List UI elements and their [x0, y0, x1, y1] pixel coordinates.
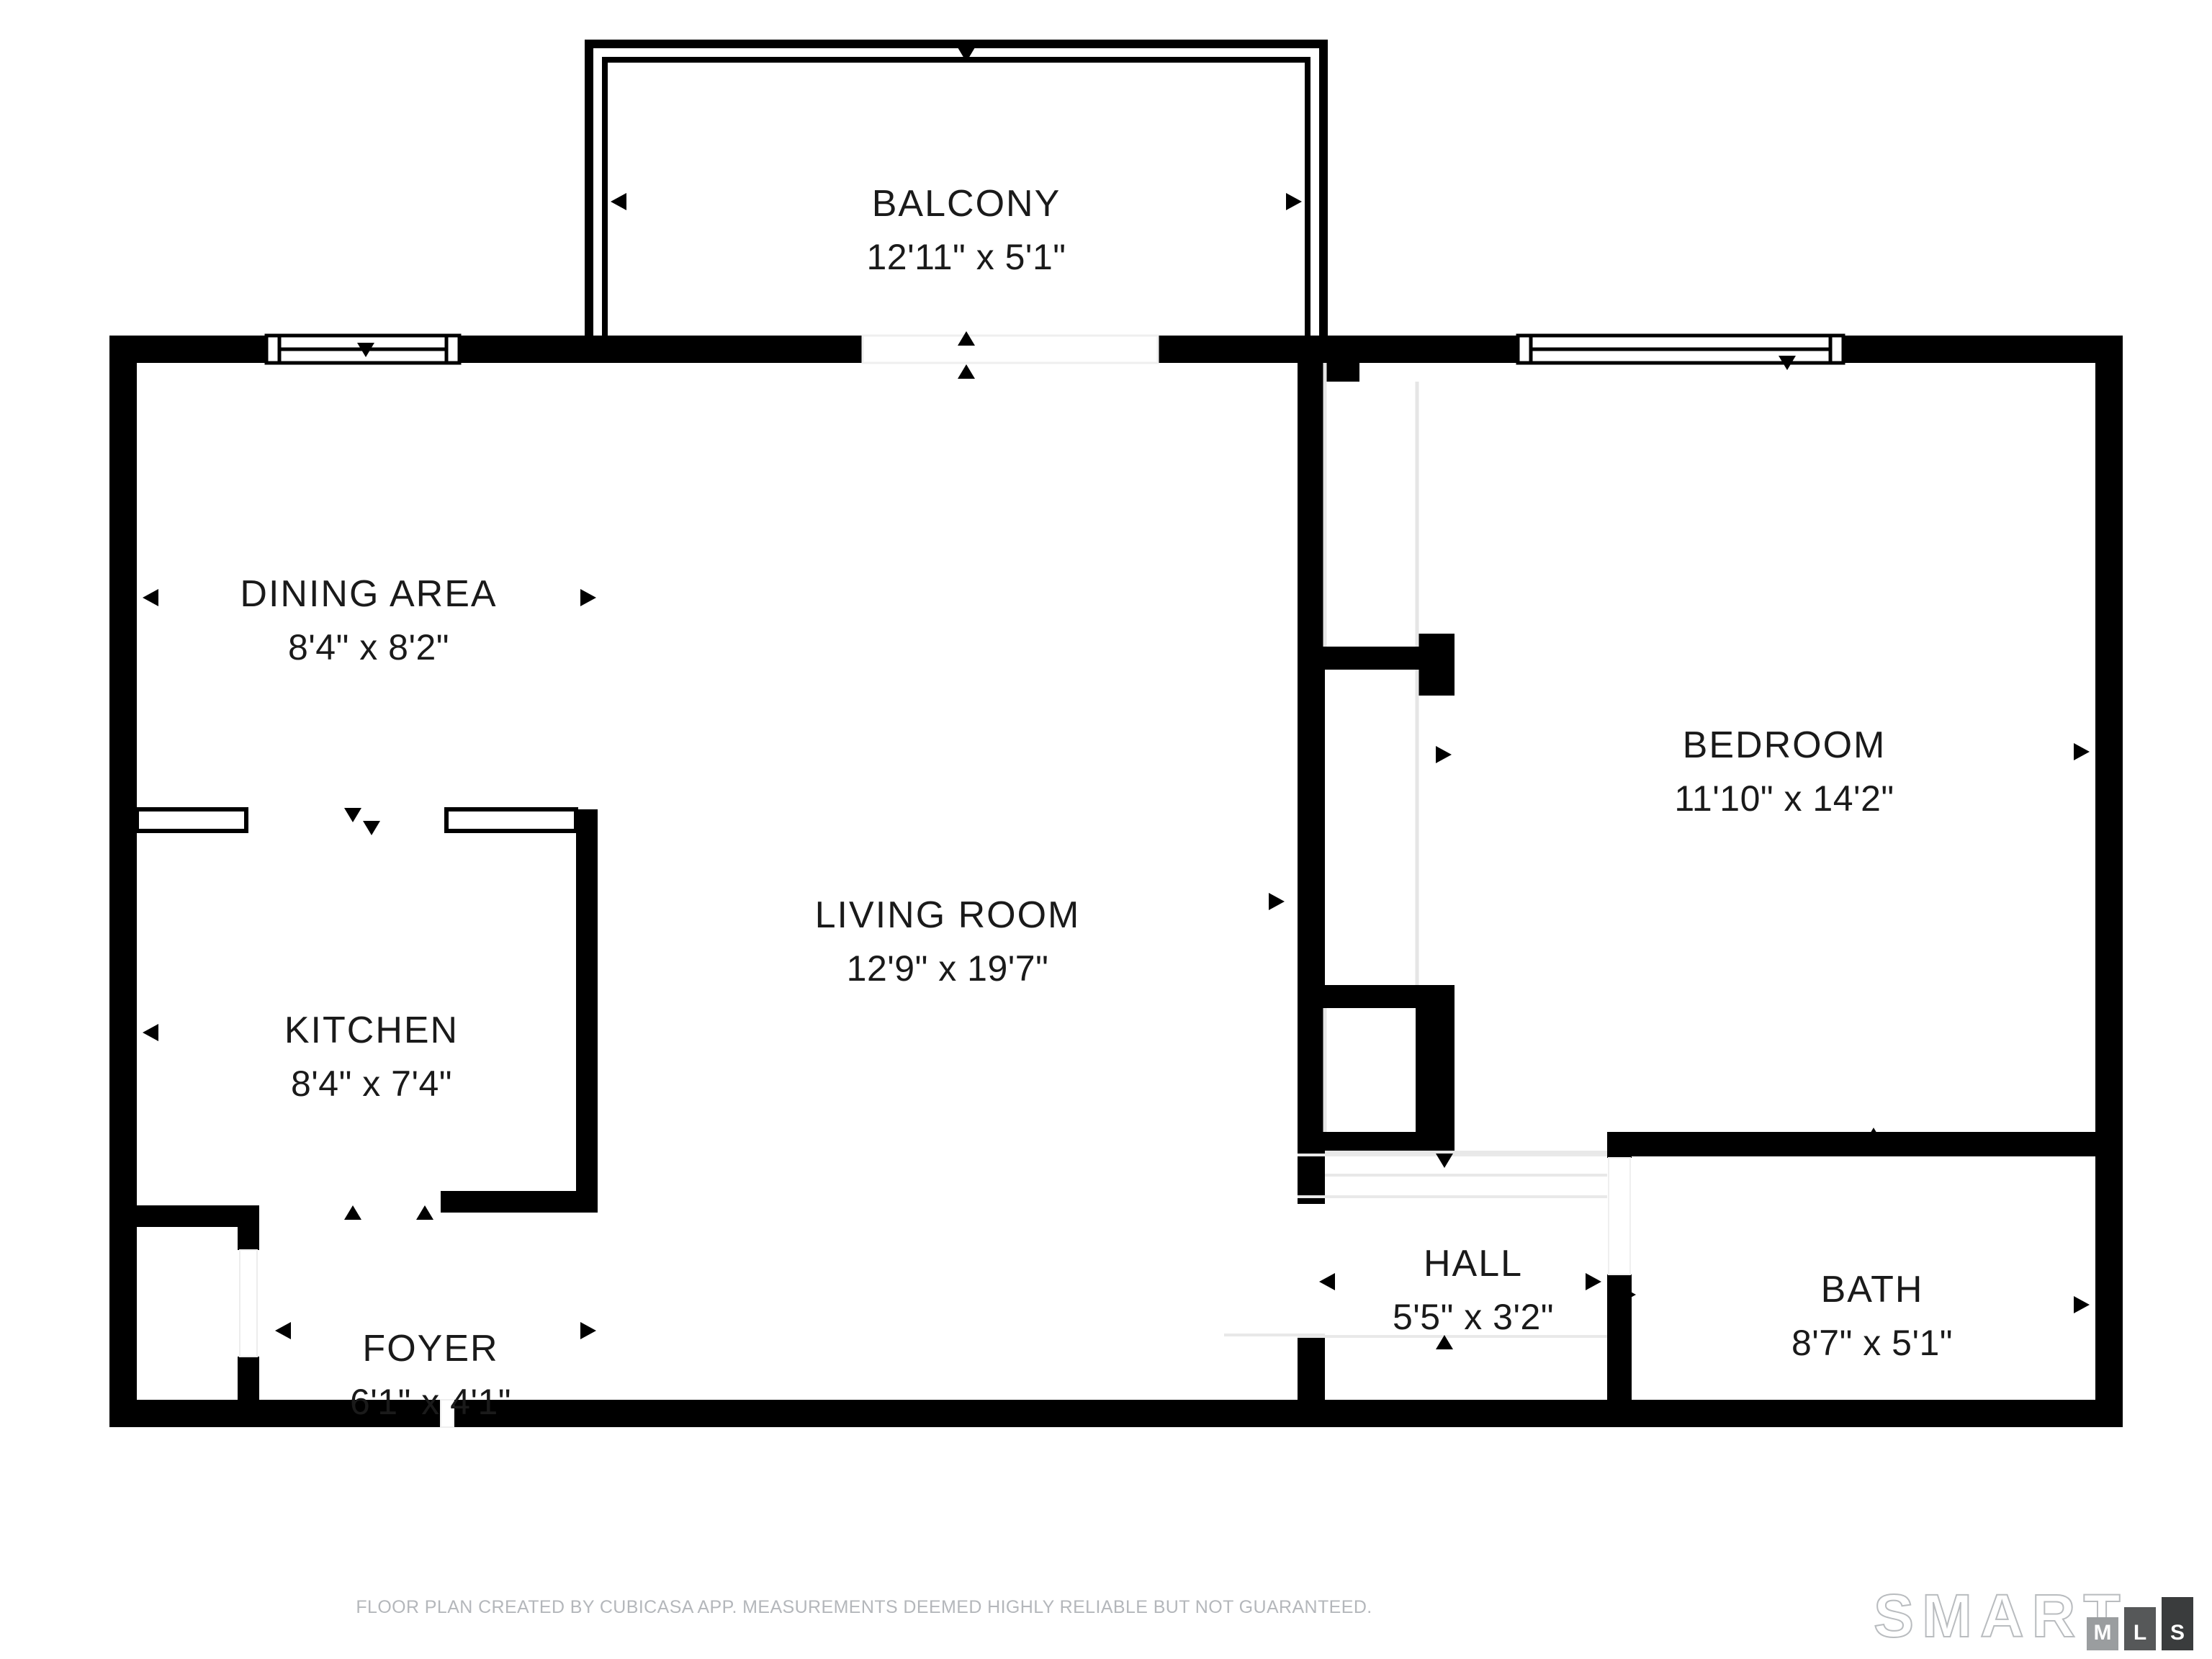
room-label-bedroom: BEDROOM 11'10" x 14'2" — [1674, 723, 1894, 821]
room-name: LIVING ROOM — [814, 894, 1081, 936]
logo-box-s: S — [2162, 1597, 2193, 1650]
window-kitchen-left-lower — [444, 807, 578, 833]
room-name: FOYER — [362, 1327, 499, 1370]
room-name: HALL — [1423, 1242, 1524, 1285]
room-dimensions: 12'11" x 5'1" — [866, 237, 1066, 278]
window-bedroom-top — [1516, 333, 1845, 365]
bath-walls — [1607, 1132, 2123, 1427]
exterior-walls — [109, 336, 2123, 1427]
balcony-sliding-door — [861, 334, 1159, 364]
room-label-balcony: BALCONY 12'11" x 5'1" — [866, 181, 1066, 279]
disclaimer-text: FLOOR PLAN CREATED BY CUBICASA APP. MEAS… — [356, 1597, 1372, 1617]
room-label-dining-area: DINING AREA 8'4" x 8'2" — [240, 572, 497, 670]
room-dimensions: 8'4" x 7'4" — [290, 1064, 453, 1105]
logo-letter-m: M — [2093, 1621, 2112, 1645]
room-dimensions: 8'4" x 8'2" — [287, 627, 450, 668]
room-dimensions: 11'10" x 14'2" — [1674, 778, 1894, 819]
room-label-bath: BATH 8'7" x 5'1" — [1791, 1267, 1953, 1365]
room-dimensions: 8'7" x 5'1" — [1791, 1323, 1954, 1364]
room-name: BATH — [1820, 1268, 1924, 1310]
room-label-kitchen: KITCHEN 8'4" x 7'4" — [284, 1008, 459, 1106]
room-dimensions: 12'9" x 19'7" — [846, 948, 1049, 989]
central-partition-walls — [1298, 336, 1455, 1427]
kitchen-partition-walls — [441, 809, 598, 1213]
logo-box-m: M — [2087, 1617, 2118, 1650]
room-label-foyer: FOYER 6'1" x 4'1" — [350, 1326, 511, 1424]
logo-wordmark: SMART — [1873, 1582, 2128, 1650]
entry-door-opening — [440, 1399, 454, 1428]
room-name: KITCHEN — [284, 1009, 459, 1051]
room-name: BEDROOM — [1682, 724, 1887, 766]
hall-boundary-lines — [1298, 1154, 1607, 1338]
room-name: BALCONY — [871, 182, 1061, 225]
room-label-hall: HALL 5'5" x 3'2" — [1393, 1241, 1554, 1339]
room-dimensions: 5'5" x 3'2" — [1392, 1297, 1555, 1338]
logo-box-l: L — [2124, 1607, 2156, 1650]
balcony-structure — [585, 40, 1328, 342]
room-label-living-room: LIVING ROOM 12'9" x 19'7" — [815, 893, 1081, 991]
room-name: DINING AREA — [240, 572, 498, 615]
room-dimensions: 6'1" x 4'1" — [349, 1382, 512, 1423]
window-kitchen-left-upper — [135, 807, 248, 833]
foyer-closet-walls — [137, 1205, 259, 1427]
dimension-arrows — [143, 48, 2090, 1426]
logo-letter-s: S — [2170, 1621, 2185, 1645]
closet-door-lines — [1224, 363, 1607, 1336]
logo-letter-l: L — [2133, 1621, 2147, 1645]
smart-mls-logo: SMART M L S — [1873, 1582, 2193, 1650]
